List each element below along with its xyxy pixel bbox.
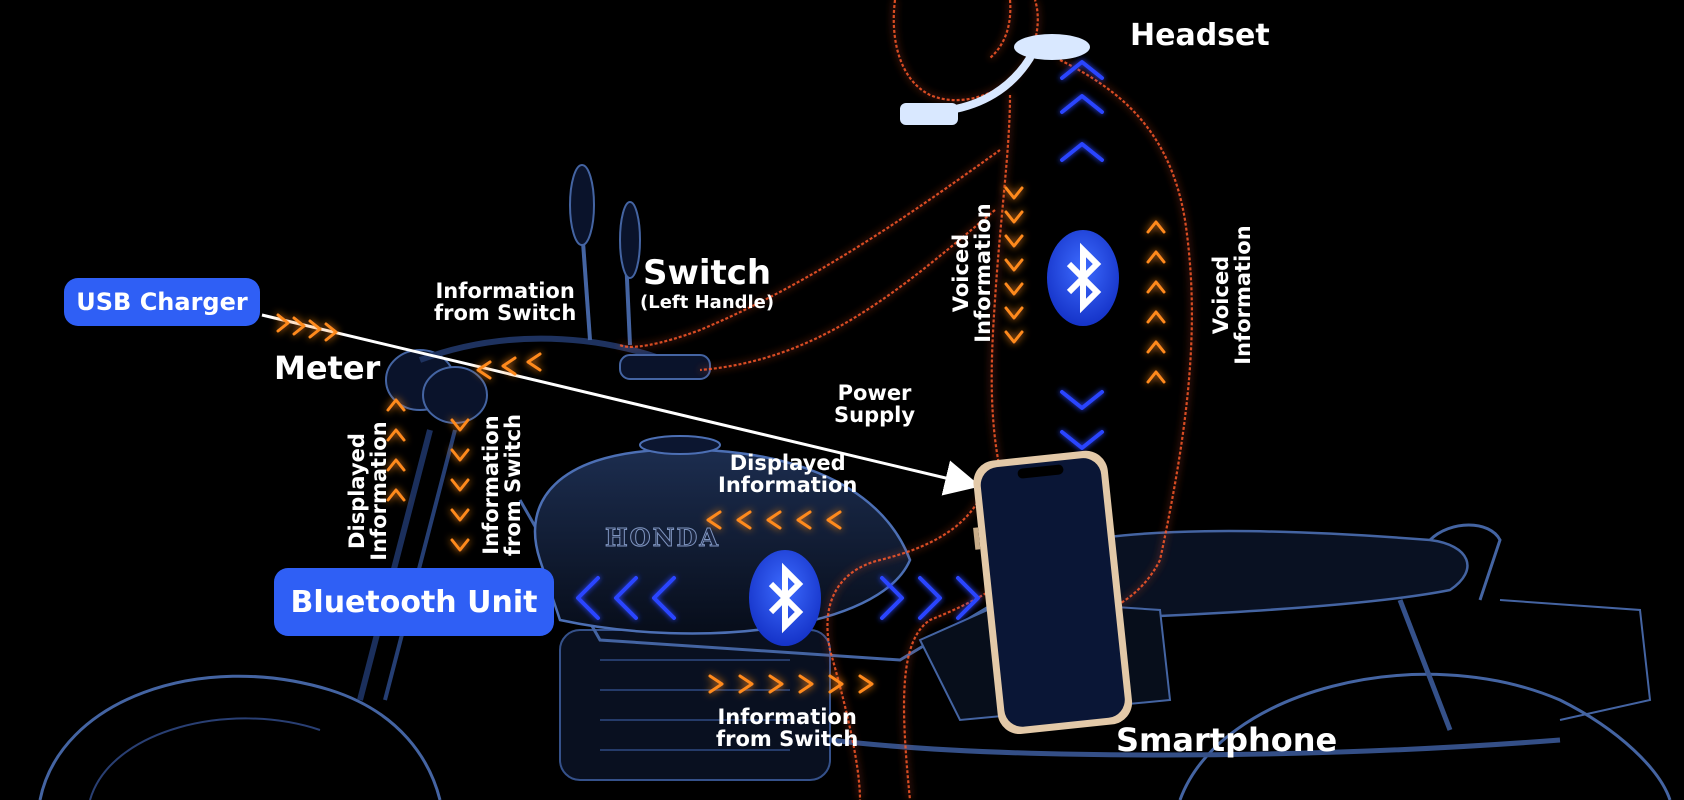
text-line: from Switch	[434, 301, 577, 326]
text-line: Information	[367, 421, 392, 561]
label-info-from-switch-bottom: Information from Switch	[716, 706, 858, 750]
text-line: Power	[837, 381, 912, 405]
label-headset: Headset	[1130, 18, 1270, 53]
blue-chevrons	[576, 60, 1104, 620]
text-line: Voiced	[949, 233, 973, 313]
headset-icon	[900, 34, 1090, 125]
bluetooth-unit-badge: Bluetooth Unit	[274, 568, 554, 636]
text-line: from Switch	[716, 727, 859, 752]
label-switch: Switch (Left Handle)	[640, 253, 775, 313]
text-line: Displayed	[345, 433, 369, 549]
text-line: Information	[718, 473, 858, 498]
text-line: Supply	[834, 403, 916, 428]
text-line: Information	[1231, 225, 1256, 365]
label-switch-sub: (Left Handle)	[640, 291, 775, 313]
text-line: Voiced	[1209, 255, 1233, 335]
usb-charger-badge: USB Charger	[64, 278, 260, 326]
label-voiced-info-left: Voiced Information	[949, 198, 1000, 348]
label-displayed-info-vertical: Displayed Information	[345, 416, 396, 566]
label-info-from-switch-vertical: Information from Switch	[479, 410, 530, 560]
label-displayed-info-mid: Displayed Information	[718, 452, 857, 496]
bluetooth-icon	[1047, 230, 1119, 326]
label-meter: Meter	[274, 349, 381, 387]
bluetooth-icon	[749, 550, 821, 646]
text-line: from Switch	[501, 413, 526, 557]
orange-chevrons	[276, 186, 1166, 694]
text-line: Information	[717, 705, 857, 729]
tank-brand: HONDA	[605, 523, 720, 552]
label-voiced-info-right: Voiced Information	[1209, 220, 1260, 370]
label-info-from-switch-top: Information from Switch	[434, 280, 576, 324]
text-line: Information	[971, 203, 996, 343]
label-power-supply: Power Supply	[834, 382, 915, 426]
text-line: Displayed	[729, 451, 846, 475]
text-line: Information	[479, 415, 503, 555]
text-line: Information	[435, 279, 575, 303]
label-switch-title: Switch	[642, 253, 772, 293]
smartphone-icon	[973, 450, 1133, 735]
label-smartphone: Smartphone	[1116, 721, 1338, 759]
usb-power-arrow	[261, 313, 981, 496]
